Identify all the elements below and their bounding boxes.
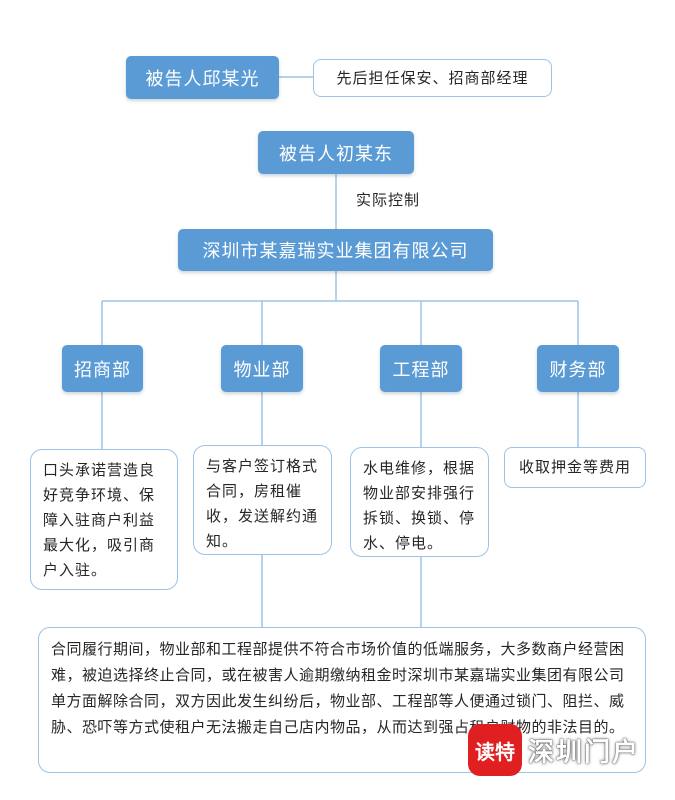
watermark-text: 深圳门户: [528, 737, 641, 768]
duty-zhaoshang-text: 口头承诺营造良好竞争环境、保障入驻商户利益最大化，吸引商户入驻。: [43, 461, 156, 579]
qiu-role-box: 先后担任保安、招商部经理: [313, 59, 552, 97]
duty-gongcheng-text: 水电维修，根据物业部安排强行拆锁、换锁、停水、停电。: [363, 459, 476, 552]
dept-caiwu-box: 财务部: [537, 345, 619, 392]
dept-wuye-box: 物业部: [221, 345, 303, 392]
dept-zhaoshang-box: 招商部: [62, 345, 143, 392]
dept-gongcheng-label: 工程部: [392, 359, 450, 381]
watermark-logo: 读特 深圳门户: [468, 724, 668, 776]
relation-label: 实际控制: [356, 191, 421, 209]
defendant-chu-box: 被告人初某东: [258, 131, 414, 174]
dept-wuye-label: 物业部: [233, 359, 291, 381]
defendant-qiu-box: 被告人邱某光: [126, 56, 279, 99]
company-box: 深圳市某嘉瑞实业集团有限公司: [178, 229, 493, 271]
duty-wuye-text: 与客户签订格式合同，房租催收，发送解约通知。: [206, 457, 319, 550]
dept-caiwu-label: 财务部: [549, 359, 607, 381]
defendant-qiu-label: 被告人邱某光: [145, 68, 260, 90]
dept-zhaoshang-label: 招商部: [74, 359, 131, 381]
duty-wuye-box: 与客户签订格式合同，房租催收，发送解约通知。: [193, 445, 332, 555]
dept-gongcheng-box: 工程部: [380, 345, 462, 392]
duty-gongcheng-box: 水电维修，根据物业部安排强行拆锁、换锁、停水、停电。: [350, 447, 489, 557]
duty-caiwu-box: 收取押金等费用: [504, 447, 646, 488]
summary-box: 合同履行期间，物业部和工程部提供不符合市场价值的低端服务，大多数商户经营困难，被…: [38, 627, 646, 773]
watermark-badge: 读特: [468, 724, 522, 776]
duty-caiwu-text: 收取押金等费用: [518, 458, 631, 476]
company-label: 深圳市某嘉瑞实业集团有限公司: [202, 241, 469, 262]
defendant-chu-label: 被告人初某东: [279, 143, 393, 165]
qiu-role-text: 先后担任保安、招商部经理: [336, 68, 529, 87]
summary-text: 合同履行期间，物业部和工程部提供不符合市场价值的低端服务，大多数商户经营困难，被…: [51, 640, 625, 736]
duty-zhaoshang-box: 口头承诺营造良好竞争环境、保障入驻商户利益最大化，吸引商户入驻。: [30, 449, 178, 590]
